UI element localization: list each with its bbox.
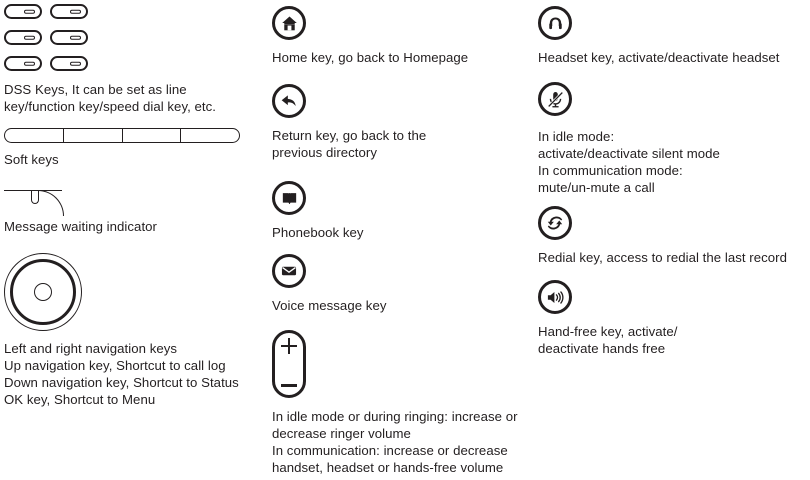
nav-ok-button[interactable] xyxy=(34,283,52,301)
mute-key-icon[interactable] xyxy=(538,82,572,116)
dss-key-6[interactable] xyxy=(50,56,88,71)
mute-key-entry: In idle mode: activate/deactivate silent… xyxy=(538,82,798,196)
right-column: Headset key, activate/deactivate headset… xyxy=(538,0,806,480)
return-key-caption: Return key, go back to the previous dire… xyxy=(272,128,427,160)
volume-key-entry: In idle mode or during ringing: increase… xyxy=(272,330,530,476)
navigation-keys-caption: Left and right navigation keys Up naviga… xyxy=(4,341,239,407)
home-key-entry: Home key, go back to Homepage xyxy=(272,6,524,66)
phonebook-key-caption: Phonebook key xyxy=(272,225,364,240)
dss-key-4[interactable] xyxy=(50,30,88,45)
volume-down-button[interactable] xyxy=(281,384,297,387)
volume-key-caption: In idle mode or during ringing: increase… xyxy=(272,409,518,475)
navigation-keys-entry: Left and right navigation keys Up naviga… xyxy=(4,253,262,408)
soft-key-2[interactable] xyxy=(64,129,123,142)
home-key-caption: Home key, go back to Homepage xyxy=(272,50,469,65)
redial-key-icon[interactable] xyxy=(538,206,572,240)
soft-key-1[interactable] xyxy=(5,129,64,142)
redial-key-caption: Redial key, access to redial the last re… xyxy=(538,250,787,265)
voice-message-key-entry: Voice message key xyxy=(272,254,386,314)
volume-up-button[interactable] xyxy=(281,338,297,354)
mwi-arc xyxy=(38,190,64,216)
mute-key-caption: In idle mode: activate/deactivate silent… xyxy=(538,129,720,195)
left-column: DSS Keys, It can be set as line key/func… xyxy=(4,0,266,480)
home-key-icon[interactable] xyxy=(272,6,306,40)
soft-keys-caption: Soft keys xyxy=(4,152,59,167)
dss-keys-entry: DSS Keys, It can be set as line key/func… xyxy=(4,4,254,115)
middle-column: Home key, go back to Homepage Return key… xyxy=(272,0,534,480)
headset-key-caption: Headset key, activate/deactivate headset xyxy=(538,50,780,65)
dss-key-5[interactable] xyxy=(4,56,42,71)
voice-message-key-icon[interactable] xyxy=(272,254,306,288)
return-key-icon[interactable] xyxy=(272,84,306,118)
navigation-ring-icon[interactable] xyxy=(4,253,82,331)
hands-free-key-entry: Hand-free key, activate/ deactivate hand… xyxy=(538,280,802,357)
dss-key-3[interactable] xyxy=(4,30,42,45)
dss-keys-caption: DSS Keys, It can be set as line key/func… xyxy=(4,82,216,114)
soft-key-4[interactable] xyxy=(181,129,239,142)
voice-message-key-caption: Voice message key xyxy=(272,298,387,313)
soft-keys-entry: Soft keys xyxy=(4,128,240,168)
redial-key-entry: Redial key, access to redial the last re… xyxy=(538,206,804,266)
soft-key-3[interactable] xyxy=(123,129,182,142)
message-waiting-indicator-entry: Message waiting indicator xyxy=(4,186,157,235)
volume-rocker-icon[interactable] xyxy=(272,330,306,398)
headset-key-entry: Headset key, activate/deactivate headset xyxy=(538,6,804,66)
phonebook-key-entry: Phonebook key xyxy=(272,181,364,241)
dss-key-1[interactable] xyxy=(4,4,42,19)
message-waiting-indicator-caption: Message waiting indicator xyxy=(4,219,157,234)
hands-free-key-caption: Hand-free key, activate/ deactivate hand… xyxy=(538,324,678,356)
headset-key-icon[interactable] xyxy=(538,6,572,40)
nav-ring-middle xyxy=(10,259,76,325)
nav-ring-outer xyxy=(4,253,82,331)
dss-key-2[interactable] xyxy=(50,4,88,19)
soft-keys-icon[interactable] xyxy=(4,128,240,143)
phonebook-key-icon[interactable] xyxy=(272,181,306,215)
hands-free-key-icon[interactable] xyxy=(538,280,572,314)
message-waiting-indicator-icon xyxy=(4,186,82,216)
return-key-entry: Return key, go back to the previous dire… xyxy=(272,84,522,161)
dss-keys-icon[interactable] xyxy=(4,4,94,72)
